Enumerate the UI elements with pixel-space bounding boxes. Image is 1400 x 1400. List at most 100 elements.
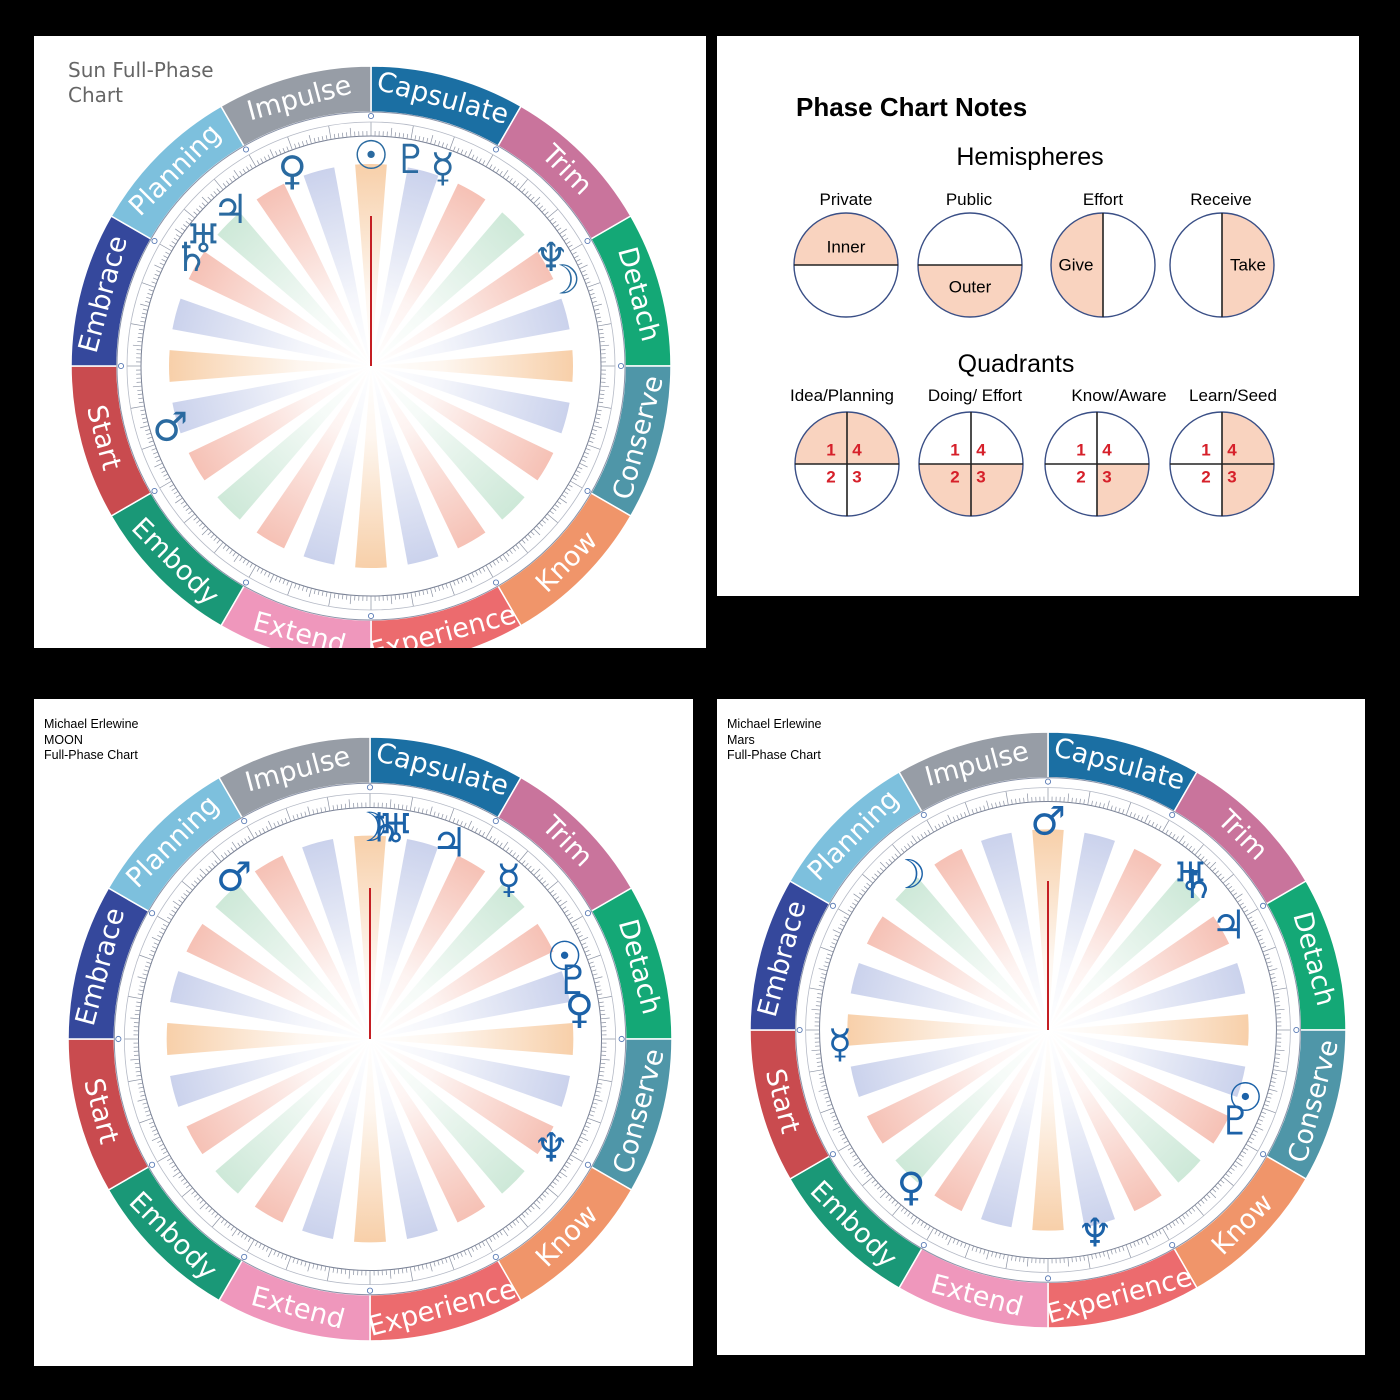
degree-tick [596, 409, 602, 412]
degree-tick [191, 883, 196, 888]
degree-tick [210, 193, 215, 199]
degree-tick [437, 812, 440, 818]
degree-tick [268, 820, 273, 830]
degree-tick [495, 168, 500, 174]
degree-tick [1272, 1073, 1278, 1075]
degree-tick [175, 497, 183, 504]
aspect-marker [242, 579, 250, 586]
degree-tick [286, 580, 289, 586]
degree-tick [1200, 1199, 1205, 1204]
degree-tick [201, 528, 209, 536]
degree-tick [267, 572, 271, 578]
degree-tick [175, 494, 181, 498]
mercury-icon: ☿ [431, 146, 456, 192]
degree-tick [156, 270, 162, 273]
degree-tick [333, 593, 336, 599]
degree-tick [524, 536, 529, 541]
degree-tick [541, 880, 547, 885]
degree-tick [233, 170, 240, 178]
degree-tick [130, 1017, 140, 1020]
degree-tick [269, 574, 275, 583]
hemisphere-fill [794, 213, 898, 265]
degree-tick [211, 862, 216, 868]
degree-tick [515, 544, 520, 549]
degree-tick [502, 170, 509, 178]
degree-tick [492, 1235, 496, 1240]
degree-tick [349, 127, 352, 137]
degree-tick [199, 1199, 204, 1204]
degree-tick [130, 405, 145, 409]
degree-tick [1125, 802, 1132, 816]
sun-icon: ☉ [1227, 1075, 1263, 1121]
degree-tick [201, 525, 206, 530]
degree-tick [1247, 916, 1253, 920]
degree-tick [449, 582, 455, 596]
degree-tick [1067, 793, 1070, 803]
degree-tick [596, 320, 602, 323]
degree-tick [515, 183, 520, 188]
degree-tick [139, 954, 153, 961]
degree-tick [956, 1240, 960, 1246]
aspect-marker [584, 487, 591, 495]
degree-tick [172, 900, 181, 907]
quadrant-number: 2 [826, 468, 835, 487]
degree-tick [820, 1107, 834, 1114]
degree-tick [1015, 798, 1017, 804]
degree-tick [911, 1216, 918, 1225]
degree-tick [216, 188, 221, 193]
degree-tick [135, 1009, 141, 1012]
degree-tick [1194, 1204, 1205, 1216]
degree-tick [825, 1100, 831, 1103]
aspect-marker [920, 811, 927, 818]
degree-tick [138, 1086, 144, 1089]
degree-tick [983, 805, 986, 811]
degree-tick [471, 826, 475, 832]
degree-tick [1200, 856, 1205, 861]
degree-tick [568, 1157, 573, 1162]
phase-ray [172, 298, 371, 366]
degree-tick [572, 1150, 578, 1154]
phase-ray [850, 963, 1048, 1030]
degree-tick [138, 328, 144, 331]
aspect-marker [117, 362, 125, 370]
degree-tick [1274, 1061, 1280, 1063]
degree-tick [1185, 843, 1189, 848]
degree-tick [220, 854, 225, 860]
degree-tick [1220, 1179, 1225, 1184]
degree-tick [524, 191, 529, 196]
degree-tick [818, 1088, 828, 1092]
degree-tick [811, 1049, 821, 1052]
degree-tick [1175, 1219, 1179, 1224]
degree-tick [161, 259, 167, 262]
degree-tick [1188, 1209, 1192, 1215]
degree-tick [232, 175, 237, 181]
degree-tick [448, 1256, 455, 1270]
degree-tick [818, 1073, 824, 1075]
degree-tick [413, 1266, 416, 1272]
degree-tick [599, 389, 605, 391]
degree-tick [409, 797, 413, 812]
degree-tick [278, 149, 282, 155]
degree-tick [825, 957, 831, 960]
degree-tick [138, 332, 144, 335]
degree-tick [137, 976, 147, 980]
degree-tick [1011, 799, 1013, 805]
degree-tick [180, 227, 186, 232]
degree-tick [858, 892, 864, 896]
degree-tick [979, 1248, 982, 1254]
degree-tick [278, 577, 282, 583]
degree-tick [971, 809, 974, 815]
degree-tick [536, 202, 541, 207]
phase-ray [217, 212, 371, 366]
phase-ray [166, 1023, 370, 1055]
degree-tick [597, 1078, 612, 1082]
phase-ray [370, 1039, 570, 1107]
degree-tick [599, 1009, 605, 1012]
degree-tick [1091, 1254, 1093, 1260]
degree-tick [237, 1230, 241, 1236]
degree-tick [499, 556, 503, 562]
degree-tick [135, 1066, 141, 1069]
degree-tick [445, 815, 448, 821]
degree-tick [137, 389, 143, 391]
phase-ray [256, 366, 371, 549]
